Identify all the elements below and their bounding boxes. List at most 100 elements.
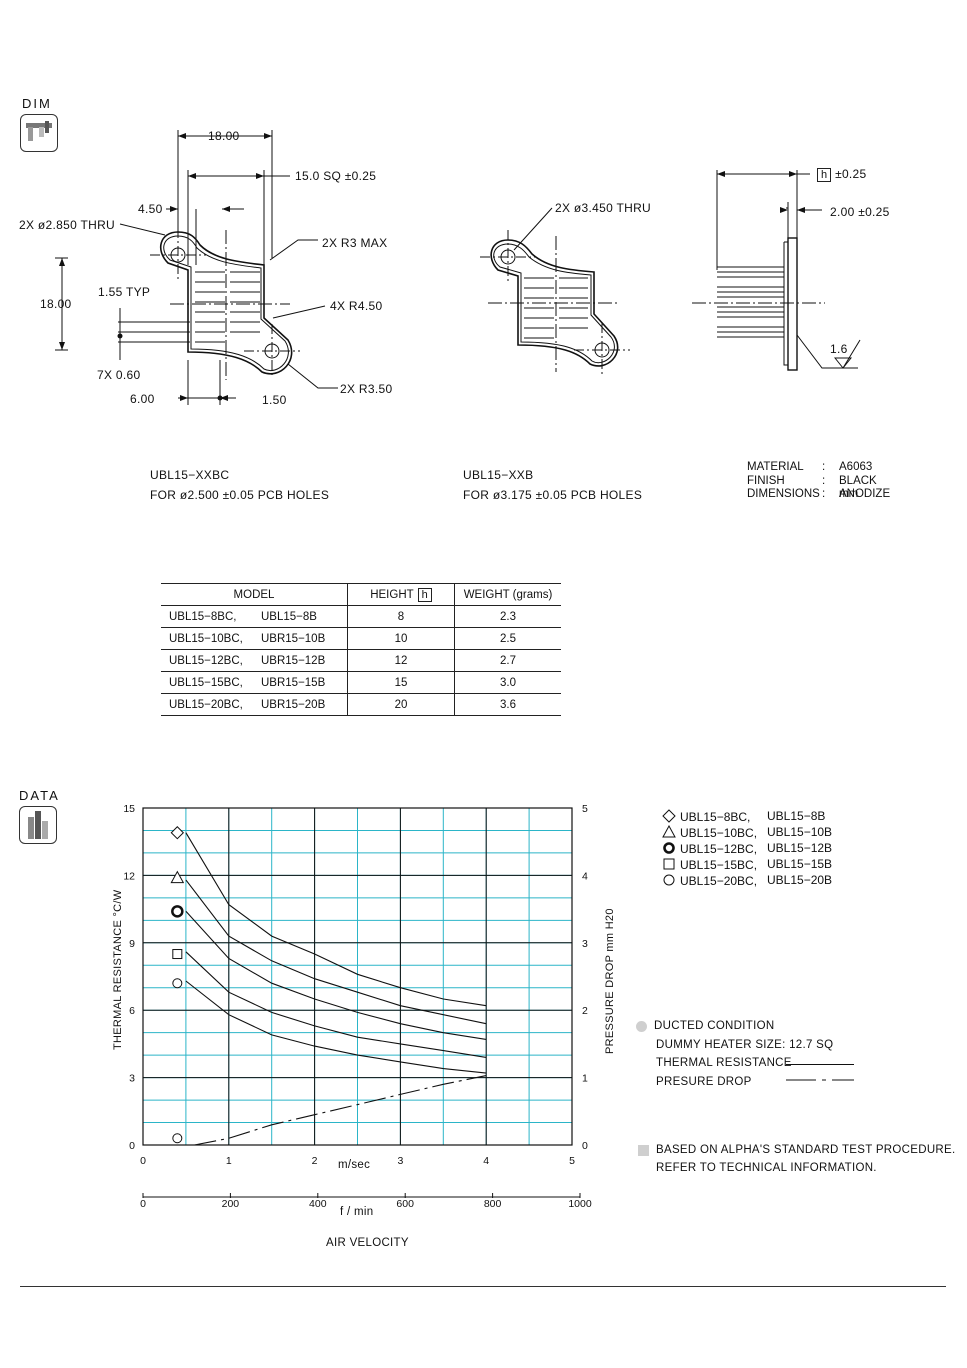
dim-fin-thickness: 1.55 TYP [98, 285, 151, 299]
dim-fin-count: 7X 0.60 [97, 368, 141, 382]
diamond-icon [662, 809, 676, 826]
x-top-tick-label: 1 [226, 1155, 232, 1167]
dim-square: 15.0 SQ ±0.25 [295, 169, 377, 183]
model-a: UBL15−12BC, [169, 654, 243, 667]
table-row: UBL15−8BC, UBL15−8B 8 2.3 [161, 605, 561, 628]
ducted-bullet-icon [636, 1021, 647, 1032]
drawing-ubl15-xxb [480, 207, 630, 377]
triangle-icon [662, 824, 676, 842]
y-right-tick-label: 0 [582, 1140, 588, 1152]
surface-finish: 1.6 [830, 342, 848, 356]
sep: : [822, 488, 826, 500]
x-unit-bottom: f / min [340, 1206, 374, 1218]
dimensions-key: DIMENSIONS [747, 488, 820, 500]
model-a: UBL15−8BC, [169, 610, 237, 623]
triangle-marker [170, 870, 185, 884]
y-right-tick-label: 4 [582, 870, 588, 882]
legend-model-b: UBL15−15B [767, 857, 833, 871]
legend-model-b: UBL15−8B [767, 809, 826, 823]
header-model: MODEL [161, 583, 348, 606]
y-left-tick-label: 6 [129, 1005, 135, 1017]
caption-model-2: UBL15−XXB [463, 468, 534, 482]
footer-rule [20, 1286, 946, 1287]
dim-radius-end: 2X R3.50 [340, 382, 393, 396]
weight-cell: 2.5 [454, 627, 561, 650]
dimensions-value: mm [839, 488, 859, 500]
height-tolerance: ±0.25 [835, 167, 867, 181]
ducted-condition: DUCTED CONDITION [654, 1020, 775, 1032]
square-marker [172, 949, 183, 960]
height-cell: 10 [347, 627, 455, 650]
x-bottom-tick-label: 600 [396, 1198, 414, 1210]
heatsink-chart-icon [19, 806, 57, 844]
header-height-box: h [417, 587, 432, 602]
thermal-series-line [185, 832, 487, 1007]
y-left-tick-label: 15 [123, 803, 135, 815]
y-left-tick-label: 3 [129, 1073, 135, 1085]
model-b: UBL15−8B [261, 610, 317, 623]
model-a: UBL15−15BC, [169, 676, 243, 689]
height-cell: 20 [347, 693, 455, 716]
note-bullet-icon [638, 1145, 649, 1156]
dim-radius-max: 2X R3 MAX [322, 236, 388, 250]
legend-item: UBL15−8BC, UBL15−8B [662, 809, 825, 826]
legend-item: UBL15−20BC, UBL15−20B [662, 873, 832, 890]
thermal-line-sample [786, 1064, 854, 1065]
thermal-series-line [185, 951, 487, 1058]
material-key: MATERIAL [747, 461, 804, 473]
x-unit-top: m/sec [338, 1159, 371, 1171]
dim-section-label: DIM [22, 96, 52, 111]
weight-cell: 3.6 [454, 693, 561, 716]
table-row: UBL15−12BC,UBR15−12B 12 2.7 [161, 649, 561, 672]
square-icon [662, 857, 676, 874]
table-row: UBL15−15BC,UBR15−15B 15 3.0 [161, 671, 561, 694]
thermal-series-line [185, 879, 487, 1025]
x-top-tick-label: 5 [569, 1155, 575, 1167]
height-label-group: h ±0.25 [813, 167, 867, 182]
note-line-1: BASED ON ALPHA'S STANDARD TEST PROCEDURE… [656, 1144, 956, 1156]
plot-frame [142, 807, 573, 1146]
heater-size: DUMMY HEATER SIZE: 12.7 SQ [656, 1039, 834, 1051]
legend-model-a: UBL15−20BC, [680, 874, 758, 888]
pressure-line-sample [786, 1079, 854, 1081]
finish-key: FINISH [747, 474, 785, 487]
dim-thru-hole-2: 2X ø3.450 THRU [555, 201, 652, 215]
table-row: UBL15−10BC,UBR15−10B 10 2.5 [161, 627, 561, 650]
y-left-title: THERMAL RESISTANCE °C/W [112, 889, 124, 1050]
height-cell: 8 [347, 605, 455, 628]
legend-item: UBL15−15BC, UBL15−15B [662, 857, 832, 874]
model-b: UBR15−20B [261, 698, 326, 711]
weight-cell: 2.3 [454, 605, 561, 628]
dim-height-left: 18.00 [40, 297, 72, 311]
material-value: A6063 [839, 461, 873, 473]
legend-model-a: UBL15−12BC, [680, 842, 758, 856]
caliper-icon [20, 114, 58, 152]
legend-model-b: UBL15−12B [767, 841, 833, 855]
x-top-tick-label: 0 [140, 1155, 146, 1167]
model-b: UBR15−10B [261, 632, 326, 645]
y-left-tick-label: 9 [129, 938, 135, 950]
y-left-tick-label: 0 [129, 1140, 135, 1152]
material-block: MATERIAL : A6063 FINISH : BLACK ANODIZE … [747, 461, 890, 502]
x-bottom-tick-label: 800 [484, 1198, 502, 1210]
dim-offset-left: 4.50 [138, 202, 163, 216]
drawing-ubl15-xxbc [55, 130, 338, 405]
legend-model-b: UBL15−20B [767, 873, 833, 887]
x-top-tick-label: 3 [397, 1155, 403, 1167]
y-left-tick-label: 12 [123, 870, 135, 882]
x-bottom-tick-label: 0 [140, 1198, 146, 1210]
base-thickness: 2.00 ±0.25 [830, 205, 890, 219]
legend-model-a: UBL15−15BC, [680, 858, 758, 872]
y-right-tick-label: 2 [582, 1005, 588, 1017]
finish-value: BLACK ANODIZE [839, 474, 891, 501]
caption-holes-2: FOR ø3.175 ±0.05 PCB HOLES [463, 488, 643, 502]
y-right-title: PRESSURE DROP mm H20 [604, 908, 616, 1054]
legend-model-a: UBL15−8BC, [680, 810, 751, 824]
model-b: UBR15−15B [261, 676, 326, 689]
thermal-series-line [185, 910, 487, 1040]
dim-width-top: 18.00 [208, 129, 240, 143]
dim-pin-gap: 1.50 [262, 393, 287, 407]
height-cell: 12 [347, 649, 455, 672]
sep: : [822, 461, 826, 473]
